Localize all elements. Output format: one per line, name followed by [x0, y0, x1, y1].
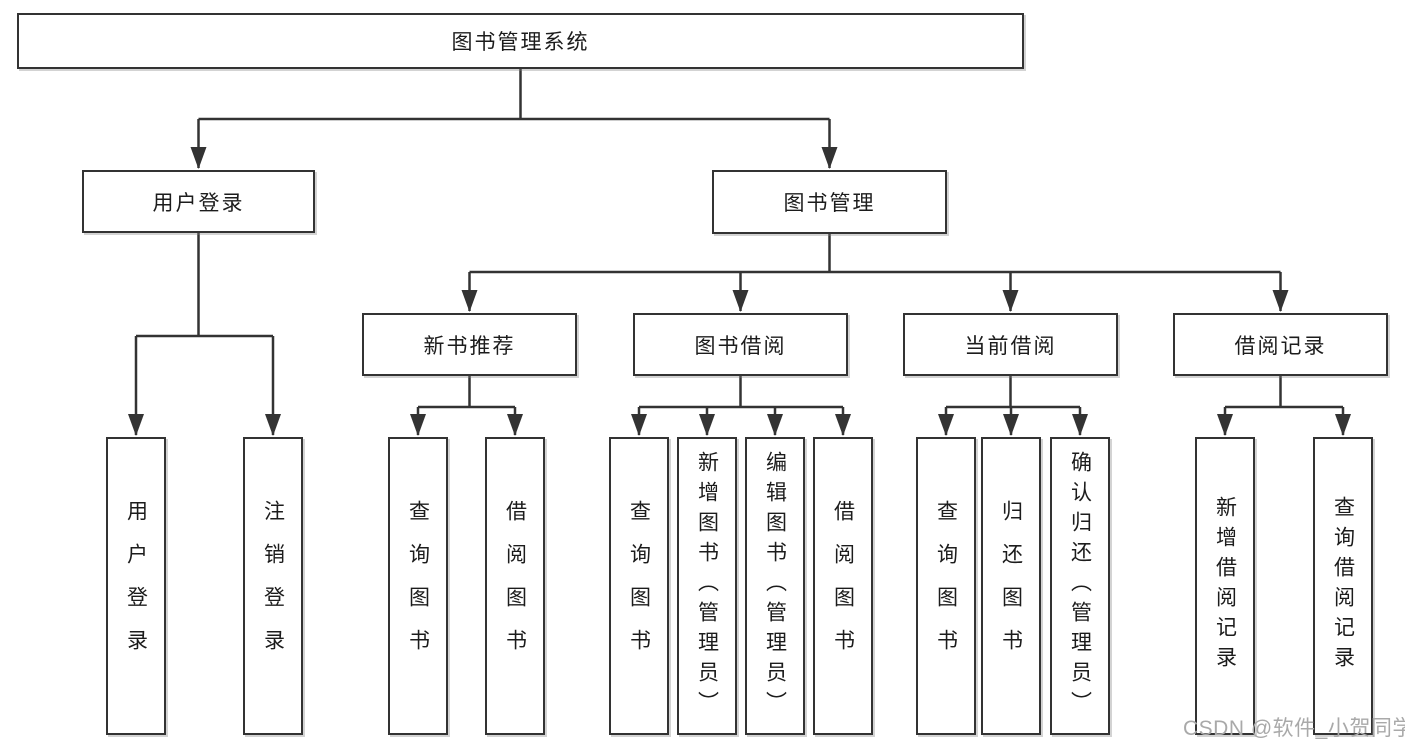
connector-user-login-rail [136, 233, 273, 338]
node-user-login: 用户登录 [82, 170, 315, 233]
node-leaf-edit-book-admin-label: 编辑图书（管理员） [763, 451, 787, 721]
node-leaf-add-borrow-record: 新增借阅记录 [1195, 437, 1255, 735]
connector-borrow-record-rail [1225, 376, 1343, 409]
connector-book-management-rail [469, 234, 1281, 274]
node-book-borrow-label: 图书借阅 [694, 334, 787, 358]
node-book-borrow: 图书借阅 [633, 313, 848, 376]
node-leaf-return-book: 归还图书 [981, 437, 1041, 735]
node-leaf-user-login-action-label: 用户登录 [124, 500, 148, 672]
node-new-book-recommend-label: 新书推荐 [423, 334, 516, 358]
node-current-borrow-label: 当前借阅 [964, 334, 1057, 358]
node-borrow-record: 借阅记录 [1173, 313, 1388, 376]
node-root: 图书管理系统 [17, 13, 1024, 69]
node-leaf-borrow-book-2-label: 借阅图书 [831, 500, 855, 672]
node-leaf-user-login-action: 用户登录 [106, 437, 166, 735]
node-new-book-recommend: 新书推荐 [362, 313, 577, 376]
node-leaf-query-book-3: 查询图书 [916, 437, 976, 735]
node-book-management-label: 图书管理 [783, 192, 876, 215]
node-leaf-query-book-3-label: 查询图书 [934, 500, 958, 672]
node-book-management: 图书管理 [712, 170, 947, 234]
node-leaf-confirm-return-admin-label: 确认归还（管理员） [1068, 451, 1092, 721]
watermark: CSDN @软件_小贺同学 [1183, 717, 1405, 740]
node-leaf-add-borrow-record-label: 新增借阅记录 [1213, 496, 1237, 676]
connector-current-borrow-rail [946, 376, 1080, 409]
connector-new-book-rail [418, 376, 515, 409]
node-leaf-edit-book-admin: 编辑图书（管理员） [745, 437, 805, 735]
node-leaf-add-book-admin-label: 新增图书（管理员） [695, 451, 719, 721]
node-leaf-add-book-admin: 新增图书（管理员） [677, 437, 737, 735]
node-leaf-confirm-return-admin: 确认归还（管理员） [1050, 437, 1110, 735]
node-borrow-record-label: 借阅记录 [1234, 334, 1327, 358]
node-leaf-borrow-book-2: 借阅图书 [813, 437, 873, 735]
node-leaf-query-book-2: 查询图书 [609, 437, 669, 735]
node-leaf-query-borrow-record: 查询借阅记录 [1313, 437, 1373, 735]
node-leaf-logout: 注销登录 [243, 437, 303, 735]
node-leaf-borrow-book-1: 借阅图书 [485, 437, 545, 735]
node-leaf-query-book-1: 查询图书 [388, 437, 448, 735]
node-leaf-query-book-2-label: 查询图书 [627, 500, 651, 672]
node-root-label: 图书管理系统 [451, 31, 590, 54]
connector-book-borrow-rail [639, 376, 843, 409]
node-leaf-return-book-label: 归还图书 [999, 500, 1023, 672]
node-leaf-logout-label: 注销登录 [261, 500, 285, 672]
node-current-borrow: 当前借阅 [903, 313, 1118, 376]
node-leaf-query-book-1-label: 查询图书 [406, 500, 430, 672]
node-leaf-borrow-book-1-label: 借阅图书 [503, 500, 527, 672]
node-user-login-label: 用户登录 [152, 191, 245, 215]
node-leaf-query-borrow-record-label: 查询借阅记录 [1331, 496, 1355, 676]
